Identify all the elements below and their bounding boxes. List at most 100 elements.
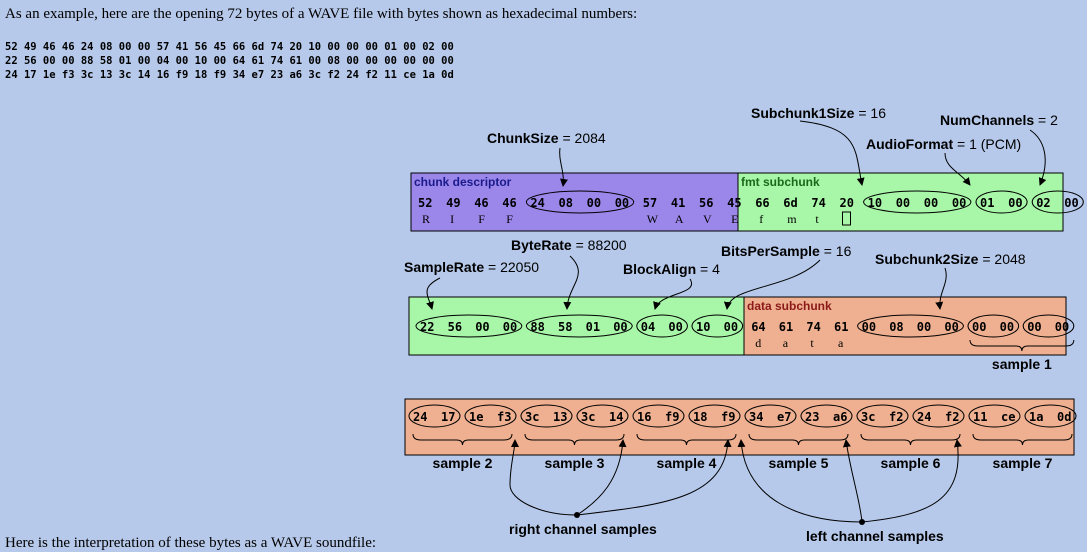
hex-byte: 17: [441, 410, 455, 424]
hex-byte: 61: [834, 320, 848, 334]
bits-per-sample-annotation: BitsPerSample = 16: [721, 243, 852, 259]
sample-brace: [969, 339, 1075, 352]
right-channel-pointer: [509, 439, 578, 516]
hex-byte: f2: [945, 410, 959, 424]
hex-byte: 08: [889, 320, 903, 334]
sample-rate-arrow: [426, 277, 441, 310]
byte-group-ellipse: [863, 190, 972, 214]
hex-byte: 00: [1055, 320, 1069, 334]
byte-group-ellipse: [975, 190, 1028, 214]
num-channels-arrow: [1029, 129, 1047, 186]
ascii-char: E: [731, 212, 739, 226]
hex-line: 24 17 1e f3 3c 13 3c 14 16 f9 18 f9 34 e…: [5, 69, 454, 81]
hex-byte: 00: [952, 196, 966, 210]
byte-group-ellipse: [688, 404, 741, 428]
hex-byte: 41: [671, 196, 685, 210]
hex-byte: 01: [980, 196, 994, 210]
sample-label: sample 1: [992, 356, 1052, 372]
hex-byte: 00: [613, 320, 627, 334]
hex-byte: 00: [503, 320, 517, 334]
byte-group-ellipse: [632, 404, 685, 428]
hex-byte: 20: [840, 196, 854, 210]
byte-group-ellipse: [1022, 314, 1075, 338]
hex-line: 52 49 46 46 24 08 00 00 57 41 56 45 66 6…: [5, 41, 454, 53]
hex-byte: 45: [727, 196, 741, 210]
right-channel-label: right channel samples: [509, 521, 657, 537]
hex-byte: 18: [693, 410, 707, 424]
hex-byte: 00: [1064, 196, 1078, 210]
byte-group-ellipse: [856, 404, 909, 428]
hex-byte: 00: [668, 320, 682, 334]
ascii-char: a: [783, 336, 789, 350]
subchunk2-size-annotation: Subchunk2Size = 2048: [875, 251, 1026, 267]
hex-byte: 00: [972, 320, 986, 334]
hex-byte: 3c: [581, 410, 595, 424]
ascii-char: t: [810, 336, 814, 350]
hex-byte: 00: [587, 196, 601, 210]
hex-byte: 6d: [783, 196, 797, 210]
hex-byte: 1e: [469, 410, 483, 424]
sample-label: sample 7: [993, 455, 1053, 471]
byte-group-ellipse: [464, 404, 517, 428]
byte-group-ellipse: [525, 190, 635, 214]
byte-group-ellipse: [968, 404, 1021, 428]
block-align-annotation: BlockAlign = 4: [623, 261, 720, 277]
subchunk2-size-arrow: [935, 267, 947, 310]
hex-byte: 74: [806, 320, 820, 334]
ascii-char: f: [759, 212, 764, 226]
left-channel-pointer: [861, 439, 962, 523]
hex-byte: 00: [944, 320, 958, 334]
hex-byte: 34: [749, 410, 763, 424]
hex-byte: 04: [641, 320, 655, 334]
hex-byte: 74: [811, 196, 825, 210]
ascii-char: F: [506, 212, 514, 226]
bits-per-sample-arrow: [723, 259, 821, 310]
hex-byte: 61: [779, 320, 793, 334]
byte-group-ellipse: [691, 314, 744, 338]
byte-group-ellipse: [525, 314, 633, 338]
hex-byte: e7: [777, 410, 791, 424]
hex-byte: 10: [696, 320, 710, 334]
hex-byte: 46: [474, 196, 488, 210]
hex-byte: f2: [889, 410, 903, 424]
hex-byte: 24: [530, 196, 544, 210]
sample-label: sample 6: [881, 455, 941, 471]
hex-byte: 3c: [861, 410, 875, 424]
ascii-char: d: [755, 336, 762, 350]
ascii-char: a: [838, 336, 844, 350]
hex-byte: f9: [721, 410, 735, 424]
chunk-descriptor-label: chunk descriptor: [414, 175, 512, 189]
hex-byte: 00: [724, 320, 738, 334]
subchunk1-size-arrow: [799, 120, 865, 186]
byte-group-ellipse: [1031, 190, 1084, 214]
hex-byte: a6: [833, 410, 847, 424]
hex-byte: 3c: [525, 410, 539, 424]
hex-byte: 1a: [1029, 410, 1043, 424]
nonprintable-char: [842, 211, 851, 226]
right-channel-dot: [574, 512, 580, 518]
fmt-subchunk-box: [737, 172, 1064, 232]
sample-brace: [412, 433, 513, 446]
hex-byte: ce: [1001, 410, 1015, 424]
byte-group-ellipse: [800, 404, 853, 428]
audio-format-arrow: [944, 152, 971, 186]
chunk-size-arrow: [559, 147, 568, 187]
hex-byte: 23: [805, 410, 819, 424]
byte-group-ellipse: [857, 314, 964, 338]
sample-label: sample 2: [433, 455, 493, 471]
left-channel-dot: [859, 519, 865, 525]
hex-byte: 56: [448, 320, 462, 334]
byte-group-ellipse: [744, 404, 797, 428]
hex-byte: 01: [586, 320, 600, 334]
hex-byte: 00: [1027, 320, 1041, 334]
num-channels-annotation: NumChannels = 2: [940, 112, 1058, 128]
hex-byte: 00: [924, 196, 938, 210]
hex-byte: 02: [1036, 196, 1050, 210]
byte-rate-arrow: [563, 255, 579, 310]
hex-byte: 00: [917, 320, 931, 334]
subchunk1-size-annotation: Subchunk1Size = 16: [751, 105, 886, 121]
fmt-subchunk-label: fmt subchunk: [741, 175, 820, 189]
hex-byte: f3: [497, 410, 511, 424]
left-channel-pointer: [842, 439, 863, 523]
